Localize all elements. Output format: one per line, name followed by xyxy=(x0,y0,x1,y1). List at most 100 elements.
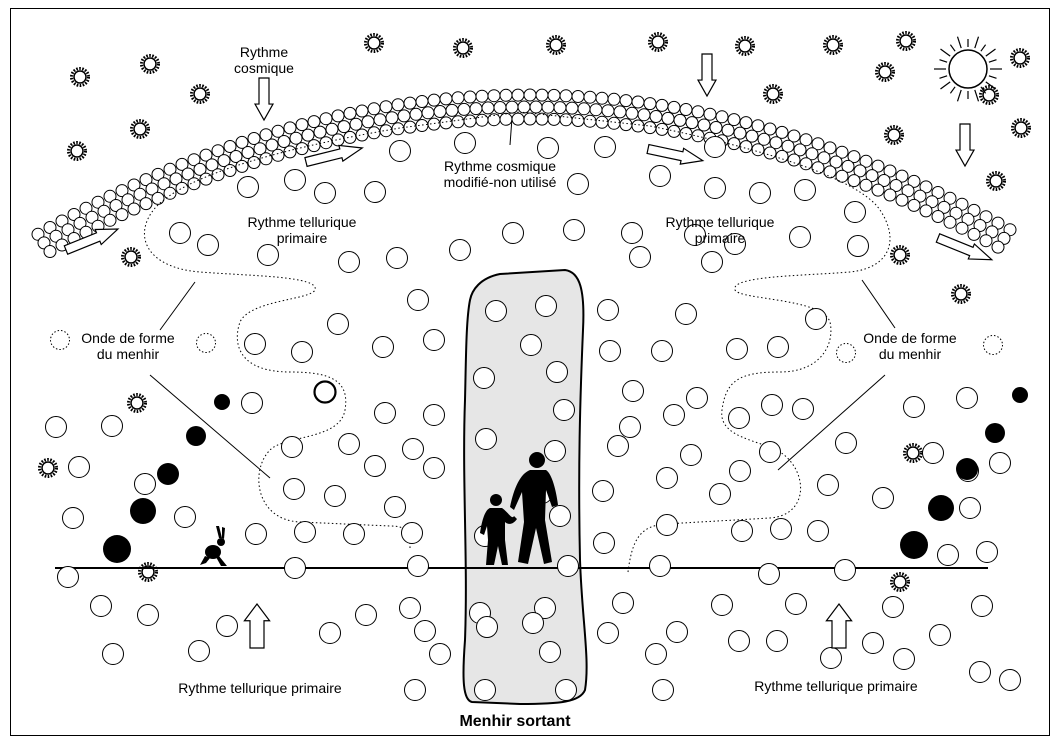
sun-icon xyxy=(934,36,1002,102)
telluric-particle xyxy=(989,452,1011,474)
arch-particle xyxy=(313,125,327,139)
telluric-particle xyxy=(475,428,497,450)
arch-particle xyxy=(301,128,315,142)
arch-particle xyxy=(745,129,759,143)
arch-particle xyxy=(991,216,1005,230)
dense-particle xyxy=(956,458,978,480)
arch-particle xyxy=(103,213,117,227)
arch-particle xyxy=(553,101,567,115)
telluric-particle xyxy=(407,289,429,311)
arrow-icon xyxy=(696,53,718,98)
burst-star-icon xyxy=(823,35,843,55)
arch-particle xyxy=(169,172,183,186)
arch-particle xyxy=(217,154,231,168)
shape-wave-boundary-right xyxy=(519,111,891,573)
arch-particle xyxy=(211,144,225,158)
telluric-primary-top-right-label: Rythme tellurique primaire xyxy=(650,214,790,246)
arch-particle xyxy=(115,184,129,198)
arch-particle xyxy=(271,124,285,138)
arch-particle xyxy=(751,119,765,133)
arch-particle xyxy=(937,200,951,214)
arch-particle xyxy=(475,89,489,103)
arch-particle xyxy=(127,202,141,216)
telluric-particle xyxy=(557,555,579,577)
arch-particle xyxy=(379,124,393,138)
arch-particle xyxy=(541,100,555,114)
arch-particle xyxy=(73,216,87,230)
arch-particle xyxy=(349,117,363,131)
telluric-particle xyxy=(652,679,674,701)
arch-particle xyxy=(883,164,897,178)
telluric-particle xyxy=(174,506,196,528)
dense-particle xyxy=(103,535,131,563)
telluric-particle xyxy=(384,496,406,518)
telluric-particle xyxy=(862,632,884,654)
arrow-icon xyxy=(63,228,120,255)
dense-particle xyxy=(985,423,1005,443)
arch-particle xyxy=(451,91,465,105)
arch-particle xyxy=(847,174,861,188)
arch-particle xyxy=(511,88,525,102)
telluric-primary-top-left-line1: Rythme tellurique xyxy=(247,214,357,230)
arrow-icon xyxy=(954,123,976,168)
telluric-particle xyxy=(903,396,925,418)
arch-particle xyxy=(163,186,177,200)
burst-star-icon xyxy=(648,32,668,52)
arch-particle xyxy=(235,135,249,149)
arch-particle xyxy=(415,95,429,108)
telluric-particle xyxy=(834,559,856,581)
arrow-icon xyxy=(304,144,364,168)
shape-wave-left-line1: Onde de forme xyxy=(81,330,175,346)
arch-particle xyxy=(829,155,843,169)
arch-particle xyxy=(427,117,441,131)
telluric-particle xyxy=(619,416,641,438)
arch-particle xyxy=(175,181,189,195)
arch-particle xyxy=(133,187,147,201)
arch-particle xyxy=(631,119,645,133)
telluric-particle xyxy=(621,222,643,244)
arch-particle xyxy=(187,177,201,191)
telluric-particle xyxy=(291,341,313,363)
dense-particle xyxy=(928,495,954,521)
arch-particle xyxy=(373,113,387,127)
dense-particles xyxy=(103,387,1028,563)
telluric-particle xyxy=(284,557,306,579)
telluric-particle xyxy=(709,483,731,505)
telluric-particle xyxy=(805,308,827,330)
arch-particle xyxy=(121,193,135,207)
telluric-particle xyxy=(872,487,894,509)
arch-particle xyxy=(883,188,897,202)
cosmic-rhythm-label: Rythme cosmique xyxy=(226,44,302,76)
telluric-particle xyxy=(724,233,746,255)
arch-particle xyxy=(679,103,693,116)
arch-particle xyxy=(985,225,999,239)
arch-particle xyxy=(895,169,909,183)
arch-particle xyxy=(187,153,201,167)
arch-particle xyxy=(391,122,405,136)
shape-wave-left-line2: du menhir xyxy=(96,346,160,362)
arch-particle xyxy=(151,191,165,205)
telluric-particle xyxy=(324,485,346,507)
arch-particle xyxy=(175,157,189,171)
arch-particle xyxy=(391,98,405,112)
telluric-particle xyxy=(245,523,267,545)
dense-particle xyxy=(1012,387,1028,403)
arch-particle xyxy=(925,195,939,209)
telluric-particle xyxy=(758,563,780,585)
arch-particle xyxy=(667,100,681,114)
arrow-icon xyxy=(935,233,994,261)
burst-star-icon xyxy=(121,247,141,267)
telluric-particle xyxy=(656,467,678,489)
arch-particle xyxy=(907,198,921,212)
telluric-particle xyxy=(847,235,869,257)
telluric-particle xyxy=(593,532,615,554)
telluric-particle xyxy=(729,460,751,482)
telluric-primary-top-left-line2: primaire xyxy=(276,230,328,246)
telluric-particle xyxy=(969,661,991,683)
telluric-particle xyxy=(476,616,498,638)
telluric-particle xyxy=(401,522,423,544)
arch-particle xyxy=(955,221,969,235)
arch-particle xyxy=(487,89,501,103)
telluric-particle xyxy=(502,222,524,244)
telluric-particle xyxy=(62,507,84,529)
